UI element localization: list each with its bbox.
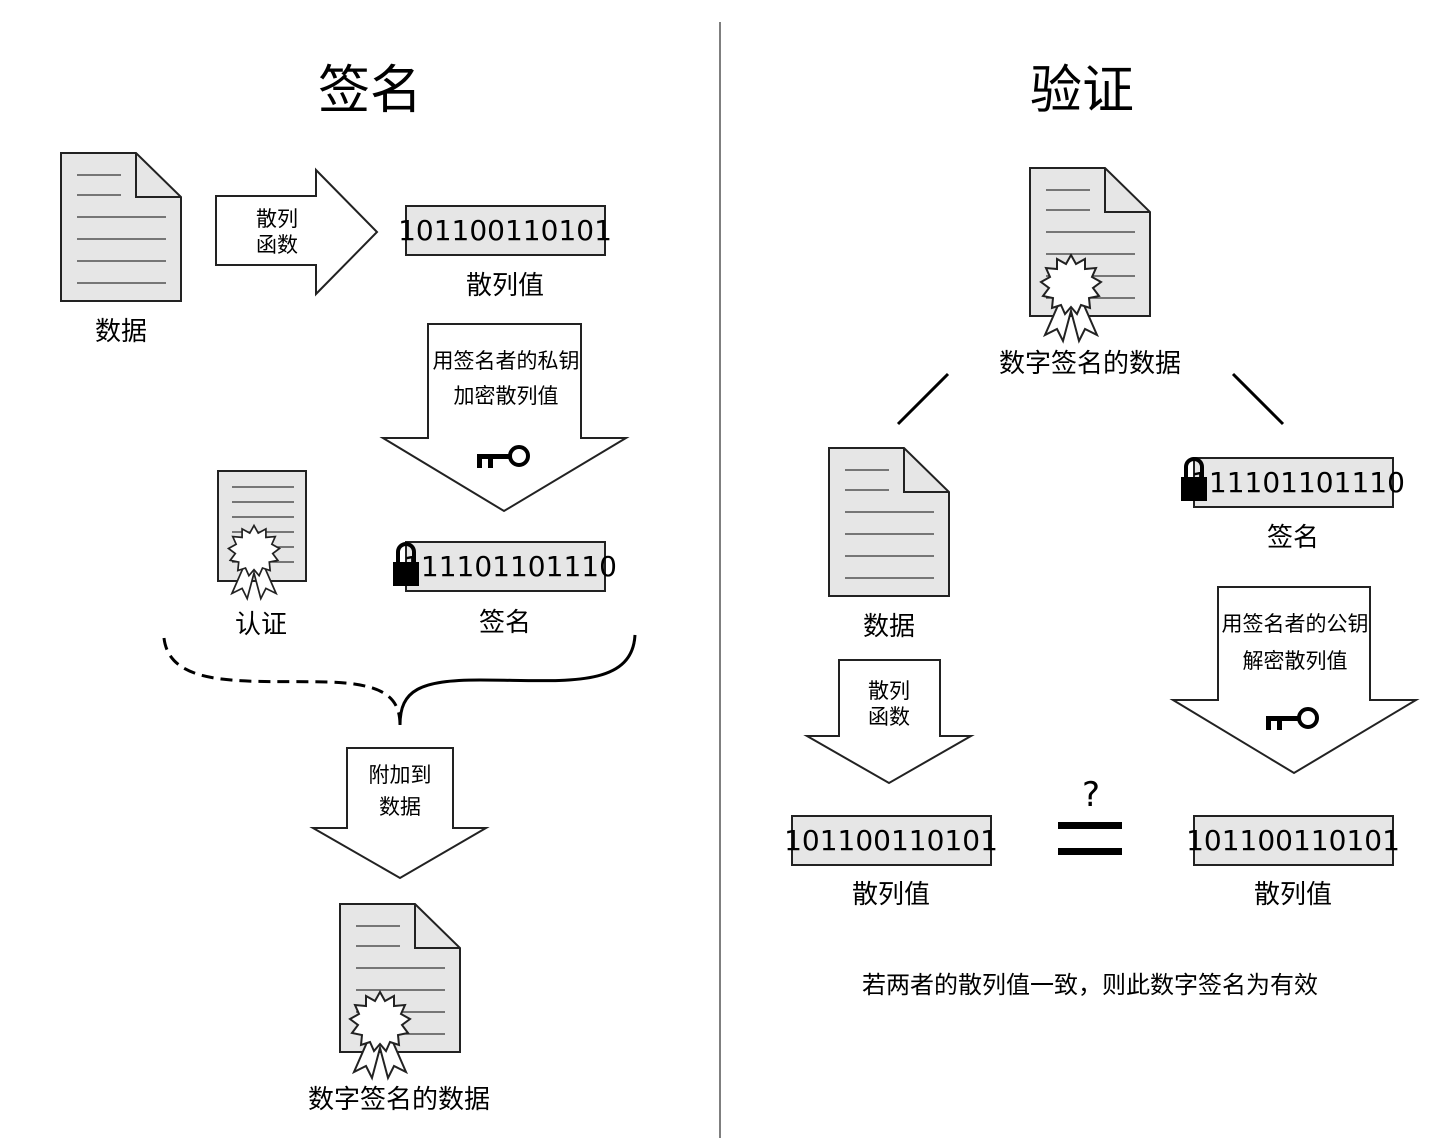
hash-value-box-right — [1193, 815, 1394, 866]
signed-data-label: 数字签名的数据 — [999, 349, 1181, 379]
hash-value: 101100110101 — [398, 214, 612, 247]
split-line-left — [896, 372, 950, 426]
hash-value-label-left: 散列值 — [852, 880, 930, 910]
hash-function-label-2: 函数 — [868, 705, 910, 729]
signature-value: 111101101110 — [1191, 466, 1405, 499]
question-mark: ? — [1082, 775, 1100, 815]
hash-function-arrow — [215, 167, 379, 297]
signed-document-icon — [1029, 167, 1151, 342]
encrypt-text-2: 加密散列值 — [454, 384, 559, 408]
certificate-icon — [217, 470, 307, 600]
signature-label: 签名 — [479, 608, 531, 638]
decrypt-arrow — [1169, 586, 1420, 775]
document-icon — [828, 447, 950, 597]
decrypt-text-1: 用签名者的公钥 — [1222, 612, 1369, 636]
hash-value-right: 101100110101 — [1186, 824, 1400, 857]
seal-icon — [1040, 254, 1102, 342]
verify-title: 验证 — [1030, 61, 1134, 121]
signed-data-label: 数字签名的数据 — [308, 1085, 490, 1115]
seal-icon — [349, 991, 411, 1079]
encrypt-arrow — [379, 323, 630, 513]
attach-text-2: 数据 — [379, 795, 421, 819]
attach-text-1: 附加到 — [369, 763, 432, 787]
hash-function-label-1: 散列 — [256, 207, 298, 231]
hash-value-left: 101100110101 — [784, 824, 998, 857]
hash-function-label-1: 散列 — [868, 679, 910, 703]
data-label: 数据 — [863, 612, 915, 642]
document-icon — [60, 152, 182, 302]
split-line-right — [1231, 372, 1285, 426]
seal-icon — [227, 524, 281, 600]
encrypt-text-1: 用签名者的私钥 — [433, 349, 580, 373]
conclusion-text: 若两者的散列值一致，则此数字签名为有效 — [862, 971, 1318, 999]
signature-box — [1193, 457, 1394, 508]
sign-title: 签名 — [318, 61, 422, 121]
signed-document-icon — [339, 903, 461, 1079]
data-label: 数据 — [95, 317, 147, 347]
certificate-brace — [162, 637, 402, 726]
hash-function-label-2: 函数 — [256, 233, 298, 257]
signature-brace — [398, 634, 637, 726]
hash-value-box-left — [791, 815, 992, 866]
signature-label: 签名 — [1267, 523, 1319, 553]
hash-value-label: 散列值 — [466, 271, 544, 301]
equals-icon — [1058, 822, 1122, 855]
decrypt-text-2: 解密散列值 — [1243, 649, 1348, 673]
hash-value-label-right: 散列值 — [1254, 880, 1332, 910]
hash-value-box — [405, 205, 606, 256]
certificate-label: 认证 — [235, 610, 287, 640]
attach-arrow — [309, 747, 490, 880]
signature-value: 111101101110 — [403, 550, 617, 583]
hash-function-arrow — [803, 659, 975, 785]
